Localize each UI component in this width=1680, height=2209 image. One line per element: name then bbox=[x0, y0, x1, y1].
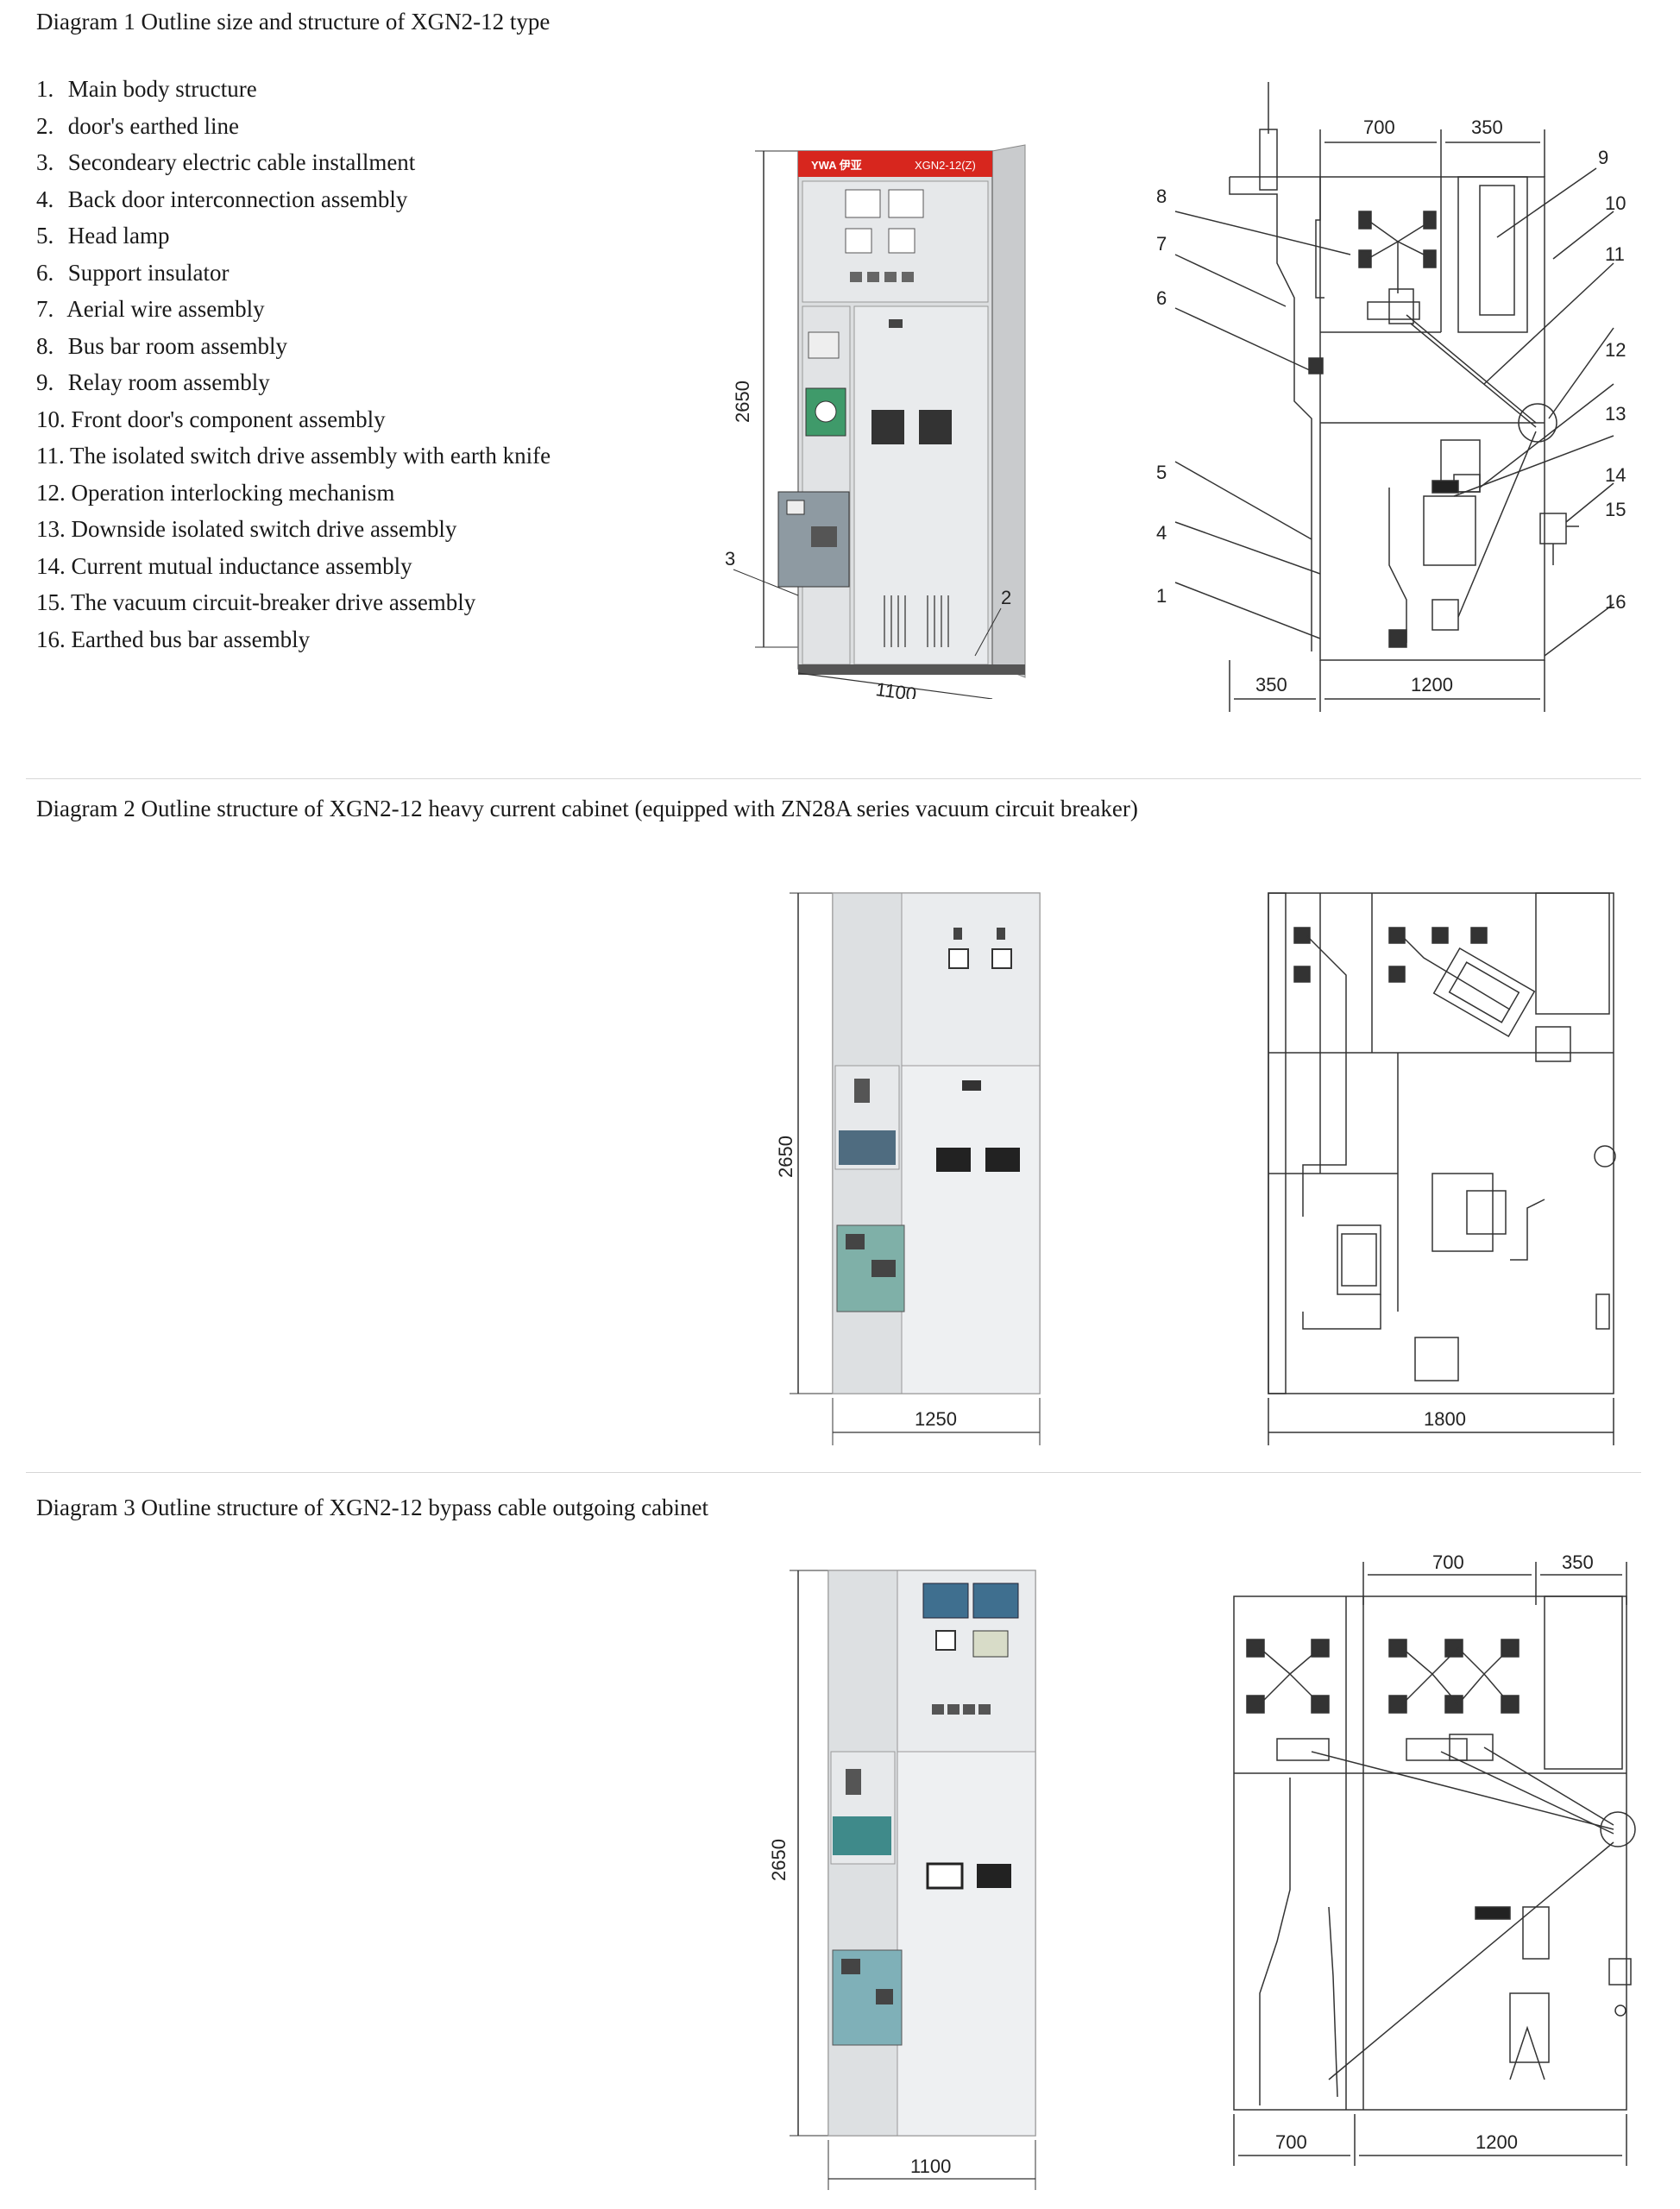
parts-legend: 1. Main body structure 2. door's earthed… bbox=[36, 71, 551, 658]
cabinet-photo-2: 2650 1250 bbox=[775, 892, 1041, 1445]
section-divider bbox=[26, 1472, 1641, 1473]
part-item: 4. Back door interconnection assembly bbox=[36, 186, 408, 212]
part-item: 14. Current mutual inductance assembly bbox=[36, 552, 412, 579]
dim-bottom-700: 700 bbox=[1275, 2131, 1307, 2153]
callout-5: 5 bbox=[1156, 462, 1167, 483]
callout-4: 4 bbox=[1156, 522, 1167, 544]
section-drawing-3: 700 350 700 1200 bbox=[1233, 1551, 1636, 2166]
callout-1: 1 bbox=[1156, 585, 1167, 607]
part-item: 3. Secondeary electric cable installment bbox=[36, 149, 416, 175]
callout-16: 16 bbox=[1605, 591, 1626, 613]
dim-width: 1250 bbox=[915, 1408, 957, 1430]
part-item: 15. The vacuum circuit-breaker drive ass… bbox=[36, 589, 476, 615]
part-item: 5. Head lamp bbox=[36, 223, 170, 249]
callout-13: 13 bbox=[1605, 403, 1626, 425]
part-item: 2. door's earthed line bbox=[36, 112, 240, 139]
part-item: 12. Operation interlocking mechanism bbox=[36, 479, 395, 506]
part-item: 10. Front door's component assembly bbox=[36, 406, 386, 432]
dim-height: 2650 bbox=[775, 1136, 796, 1178]
dim-width: 1800 bbox=[1424, 1408, 1466, 1430]
callout-14: 14 bbox=[1605, 464, 1626, 486]
dim-top-700: 700 bbox=[1363, 116, 1395, 138]
diagram2-caption: Diagram 2 Outline structure of XGN2-12 h… bbox=[36, 796, 1138, 821]
section-drawing-2: 1800 bbox=[1268, 892, 1616, 1445]
callout-9: 9 bbox=[1598, 147, 1608, 168]
part-item: 11. The isolated switch drive assembly w… bbox=[36, 443, 551, 469]
dim-top-350: 350 bbox=[1471, 116, 1503, 138]
dim-height: 2650 bbox=[768, 1839, 790, 1881]
dim-bottom-350: 350 bbox=[1255, 674, 1287, 695]
part-item: 9. Relay room assembly bbox=[36, 369, 270, 395]
part-item: 6. Support insulator bbox=[36, 259, 230, 286]
diagram3-caption: Diagram 3 Outline structure of XGN2-12 b… bbox=[36, 1495, 709, 1520]
dim-top-350: 350 bbox=[1562, 1551, 1594, 1573]
part-item: 1. Main body structure bbox=[36, 76, 257, 102]
dim-height: 2650 bbox=[732, 381, 753, 423]
callout-3: 3 bbox=[725, 548, 735, 570]
callout-8: 8 bbox=[1156, 186, 1167, 207]
dim-width: 1100 bbox=[910, 2156, 951, 2177]
section-drawing-1: 700 350 350 1200 8 7 6 5 4 1 9 10 11 12 … bbox=[1156, 82, 1626, 712]
diagram1-caption: Diagram 1 Outline size and structure of … bbox=[36, 9, 551, 35]
callout-11: 11 bbox=[1605, 243, 1625, 265]
part-item: 7. Aerial wire assembly bbox=[36, 296, 265, 322]
part-item: 16. Earthed bus bar assembly bbox=[36, 626, 311, 652]
brand-label: YWA 伊亚 bbox=[811, 159, 862, 172]
section-divider bbox=[26, 778, 1641, 779]
model-label: XGN2-12(Z) bbox=[915, 159, 976, 172]
dim-bottom-1200: 1200 bbox=[1476, 2131, 1518, 2153]
callout-2: 2 bbox=[1001, 587, 1011, 608]
part-item: 8. Bus bar room assembly bbox=[36, 332, 287, 359]
dim-bottom-1200: 1200 bbox=[1411, 674, 1453, 695]
brand-header bbox=[798, 151, 992, 177]
callout-7: 7 bbox=[1156, 233, 1167, 255]
callout-6: 6 bbox=[1156, 287, 1167, 309]
callout-10: 10 bbox=[1605, 192, 1626, 214]
dim-width: 1100 bbox=[874, 678, 917, 699]
callout-12: 12 bbox=[1605, 339, 1626, 361]
cabinet-photo-3: 2650 1100 bbox=[768, 1570, 1036, 2190]
cabinet-photo-1: 2650 YWA 伊亚 XGN2-12(Z) 1100 3 2 bbox=[725, 144, 1026, 699]
dim-top-700: 700 bbox=[1432, 1551, 1464, 1573]
part-item: 13. Downside isolated switch drive assem… bbox=[36, 516, 457, 542]
callout-15: 15 bbox=[1605, 499, 1626, 520]
